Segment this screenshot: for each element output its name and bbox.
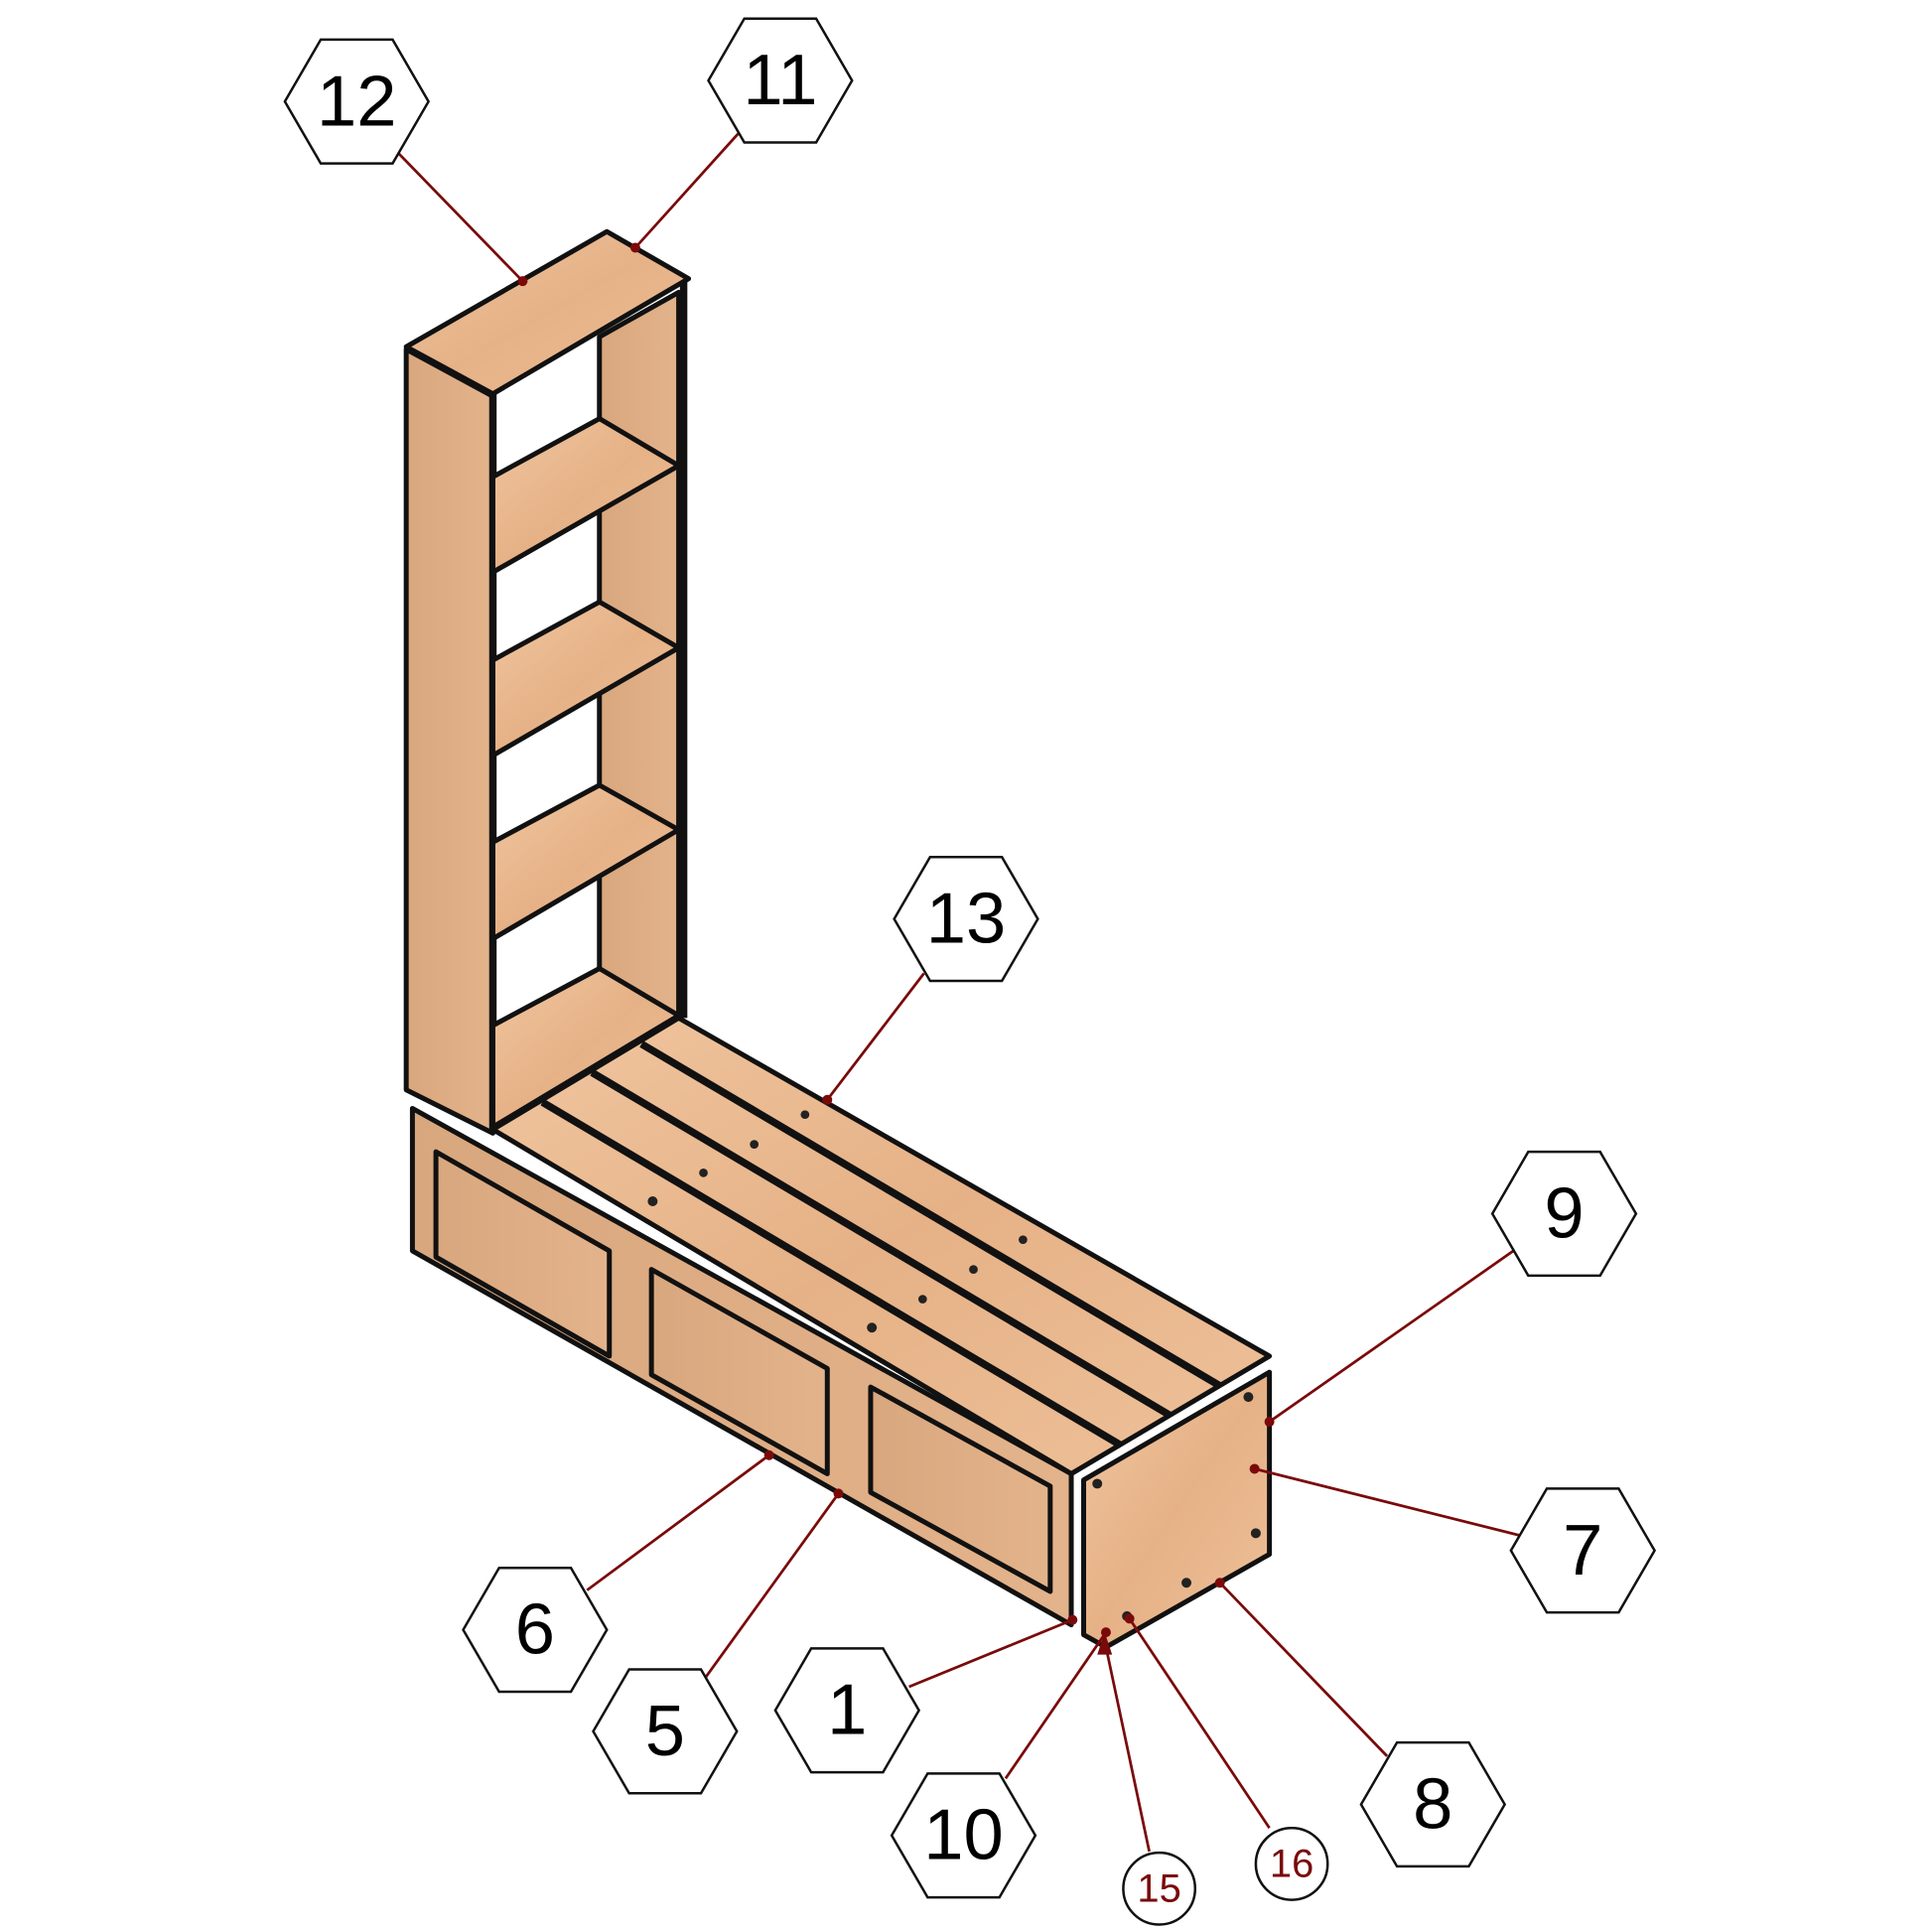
bookshelf-tower xyxy=(403,228,692,1136)
callout-label: 7 xyxy=(1563,1511,1602,1590)
callout-label: 1 xyxy=(827,1671,867,1750)
callout-1: 1 xyxy=(773,1647,921,1774)
slat-line xyxy=(639,1040,1222,1390)
bench-base xyxy=(409,1015,1273,1650)
callout-5: 5 xyxy=(592,1668,739,1795)
callout-13: 13 xyxy=(893,855,1039,983)
callout-7: 7 xyxy=(1509,1487,1657,1614)
callout-11: 11 xyxy=(707,17,854,144)
callout-label: 6 xyxy=(515,1590,555,1670)
shelf-3 xyxy=(489,782,682,942)
callout-15: 15 xyxy=(1122,1851,1197,1926)
shelf-4 xyxy=(489,966,682,1130)
drawer-front-2 xyxy=(648,1267,830,1476)
callout-16: 16 xyxy=(1254,1826,1329,1901)
bench-end-panel xyxy=(1081,1369,1273,1650)
callout-label: 8 xyxy=(1413,1765,1452,1845)
callout-6: 6 xyxy=(462,1567,609,1694)
callout-9: 9 xyxy=(1490,1150,1638,1278)
shelf-top-panel xyxy=(403,228,692,397)
callout-label: 9 xyxy=(1544,1173,1584,1253)
callout-label: 16 xyxy=(1270,1842,1313,1885)
callout-10: 10 xyxy=(890,1772,1037,1899)
screw-holes xyxy=(647,1110,1261,1621)
callout-label: 5 xyxy=(645,1692,685,1771)
shelves xyxy=(489,416,682,1130)
slat-line xyxy=(540,1098,1123,1449)
callout-label: 11 xyxy=(743,41,817,120)
shelf-1 xyxy=(489,416,682,575)
drawer-fronts xyxy=(433,1149,1053,1594)
leader-lines xyxy=(397,132,1522,1853)
callout-label: 15 xyxy=(1137,1866,1180,1910)
callout-label: 12 xyxy=(317,62,396,141)
drawer-front-3 xyxy=(868,1384,1053,1594)
callout-8: 8 xyxy=(1359,1740,1507,1868)
callout-12: 12 xyxy=(283,38,431,165)
callout-label: 13 xyxy=(926,880,1006,959)
shelf-left-side-panel xyxy=(403,346,495,1136)
slat-line xyxy=(590,1069,1173,1420)
drawer-front-1 xyxy=(433,1149,613,1359)
callout-label: 10 xyxy=(923,1796,1003,1875)
shelf-2 xyxy=(489,599,682,759)
